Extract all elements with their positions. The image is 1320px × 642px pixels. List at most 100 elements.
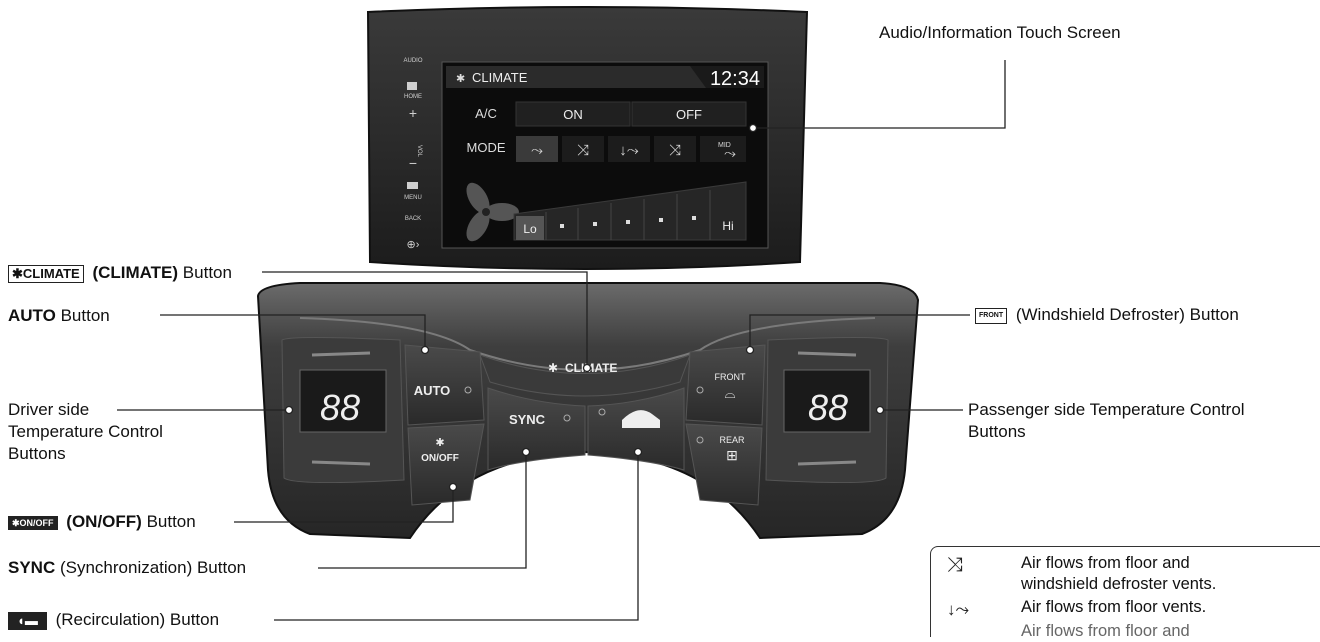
callout-climate-label: (CLIMATE): [92, 263, 179, 282]
callout-sync-button: SYNC (Synchronization) Button: [8, 557, 246, 579]
callout-onoff-suffix: Button: [146, 512, 196, 531]
side-key-home[interactable]: HOME: [404, 94, 422, 100]
driver-temp-control[interactable]: 88: [281, 337, 405, 484]
front-defrost-icon: ⌓: [724, 385, 735, 401]
callout-auto-button: AUTO Button: [8, 305, 110, 327]
climate-button[interactable]: ✱ CLIMATE: [479, 354, 691, 397]
svg-text:⤨: ⤨: [947, 554, 963, 576]
side-key-vol[interactable]: VOL: [416, 145, 422, 158]
callout-passenger-temp: Passenger side Temperature Control Butto…: [968, 399, 1245, 443]
fan-onoff-label: ON/OFF: [421, 453, 459, 464]
ac-on-button[interactable]: [515, 101, 631, 127]
legend-item-2: Air flows from floor vents.: [1021, 597, 1206, 618]
climate-badge: ✱CLIMATE: [8, 264, 84, 283]
fan-glyph-icon: ✱: [548, 361, 558, 375]
fan-small-icon: ✱: [456, 73, 465, 85]
legend-item-3-line1: Air flows from floor and: [1021, 622, 1190, 640]
volume-up-icon[interactable]: +: [409, 105, 417, 121]
side-key-back[interactable]: BACK: [405, 216, 421, 222]
screen-clock: 12:34: [710, 68, 760, 90]
svg-text:↓⤳: ↓⤳: [947, 600, 970, 619]
legend-item-1-line1: Air flows from floor and: [1021, 554, 1190, 572]
fan-speed-bar[interactable]: Lo Hi: [513, 181, 747, 241]
front-defrost-button[interactable]: FRONT ⌓: [685, 344, 766, 426]
airflow-legend: ⤨ Air flows from floor and windshield de…: [930, 546, 1320, 640]
callout-driver-temp: Driver side Temperature Control Buttons: [8, 399, 163, 465]
fan-onoff-button[interactable]: ✱ ON/OFF: [407, 423, 485, 506]
fan-lo-label: Lo: [523, 222, 537, 236]
screen-header-title: CLIMATE: [472, 70, 528, 85]
callout-sync-label: SYNC: [8, 558, 56, 577]
legend-item-1-line2: windshield defroster vents.: [1021, 575, 1217, 593]
mode-floor-button[interactable]: [608, 136, 650, 162]
menu-icon[interactable]: [407, 182, 418, 189]
callout-recirculation-button: ◖▬ (Recirculation) Button: [8, 609, 219, 631]
callout-touch-screen-text: Audio/Information Touch Screen: [879, 23, 1121, 42]
side-key-audio[interactable]: AUDIO: [403, 58, 422, 64]
rear-defrost-icon: ⊞: [726, 447, 738, 463]
front-defrost-label: FRONT: [715, 372, 746, 382]
fan-icon: [466, 182, 519, 242]
callout-driver-line3: Buttons: [8, 444, 66, 463]
callout-sync-suffix: (Synchronization) Button: [59, 558, 247, 577]
ac-off-button[interactable]: [631, 101, 747, 127]
climate-control-panel: ✱ CLIMATE 88 AUTO ✱ ON/OFF SYNC: [256, 282, 920, 540]
climate-badge-text: CLIMATE: [22, 265, 80, 281]
windshield-badge-text: FRONT: [979, 311, 1004, 319]
mode-bilevel-icon: ⤨: [577, 142, 589, 159]
onoff-badge-text: ON/OFF: [19, 517, 54, 528]
legend-item-1: Air flows from floor and windshield defr…: [1021, 553, 1216, 595]
recirculation-icon: [622, 410, 660, 428]
callout-auto-label: AUTO: [8, 306, 56, 325]
sync-button-label: SYNC: [509, 412, 546, 427]
mode-mid-icon: ⤳: [724, 145, 736, 162]
callout-passenger-line1: Passenger side Temperature Control: [968, 400, 1245, 419]
passenger-temp-control[interactable]: 88: [765, 337, 889, 484]
callout-onoff-button: ✱ON/OFF (ON/OFF) Button: [8, 511, 196, 533]
driver-temp-display: 88: [320, 387, 360, 428]
callout-passenger-line2: Buttons: [968, 422, 1026, 441]
mode-bilevel-button[interactable]: [562, 136, 604, 162]
volume-down-icon[interactable]: −: [409, 155, 417, 171]
climate-button-label: CLIMATE: [565, 361, 617, 375]
callout-climate-suffix: Button: [182, 263, 232, 282]
callout-auto-suffix: Button: [60, 306, 110, 325]
mode-floor-icon: ↓⤳: [619, 142, 639, 159]
touch-screen-unit: AUDIO HOME + VOL − MENU BACK ⊕› ✱ CLIMAT…: [366, 6, 809, 270]
callout-driver-line1: Driver side: [8, 400, 90, 419]
mode-floor-defrost-icon: ⤨: [669, 142, 681, 159]
rear-defrost-button[interactable]: REAR ⊞: [685, 423, 763, 506]
ac-off-label: OFF: [676, 107, 702, 122]
recirculation-badge-icon: ◖▬: [8, 611, 47, 630]
callout-climate-button: ✱CLIMATE (CLIMATE) Button: [8, 262, 232, 284]
windshield-badge: FRONT: [975, 307, 1008, 324]
auto-button-label: AUTO: [414, 383, 451, 398]
passenger-temp-display: 88: [808, 387, 848, 428]
callout-onoff-label: (ON/OFF): [66, 512, 142, 531]
auto-button[interactable]: AUTO: [404, 344, 485, 426]
callout-windshield-defroster: FRONT (Windshield Defroster) Button: [975, 304, 1239, 326]
legend-item-2-line1: Air flows from floor vents.: [1021, 598, 1207, 616]
fan-lo-button[interactable]: [516, 216, 544, 240]
ac-on-label: ON: [563, 107, 583, 122]
callout-touch-screen: Audio/Information Touch Screen: [879, 22, 1121, 44]
legend-item-3: Air flows from floor and: [1021, 621, 1190, 642]
sync-button[interactable]: SYNC: [487, 387, 586, 471]
mode-mid-button[interactable]: [700, 136, 746, 162]
mode-face-button[interactable]: [516, 136, 558, 162]
recirculation-button[interactable]: [587, 387, 685, 471]
ac-label: A/C: [475, 106, 497, 121]
mode-label: MODE: [467, 140, 506, 155]
tune-icon[interactable]: ⊕›: [407, 239, 420, 251]
mode-face-icon: ⤳: [531, 142, 543, 159]
home-icon[interactable]: [407, 82, 417, 90]
fan-hi-label: Hi: [722, 219, 733, 233]
floor-defrost-mode-icon: ⤨: [945, 551, 975, 576]
fan-onoff-icon: ✱: [435, 437, 444, 449]
mode-floor-defrost-button[interactable]: [654, 136, 696, 162]
side-key-menu[interactable]: MENU: [404, 195, 422, 201]
callout-dots: [284, 123, 885, 492]
rear-defrost-label: REAR: [719, 435, 745, 445]
leader-lines: [117, 60, 1006, 621]
